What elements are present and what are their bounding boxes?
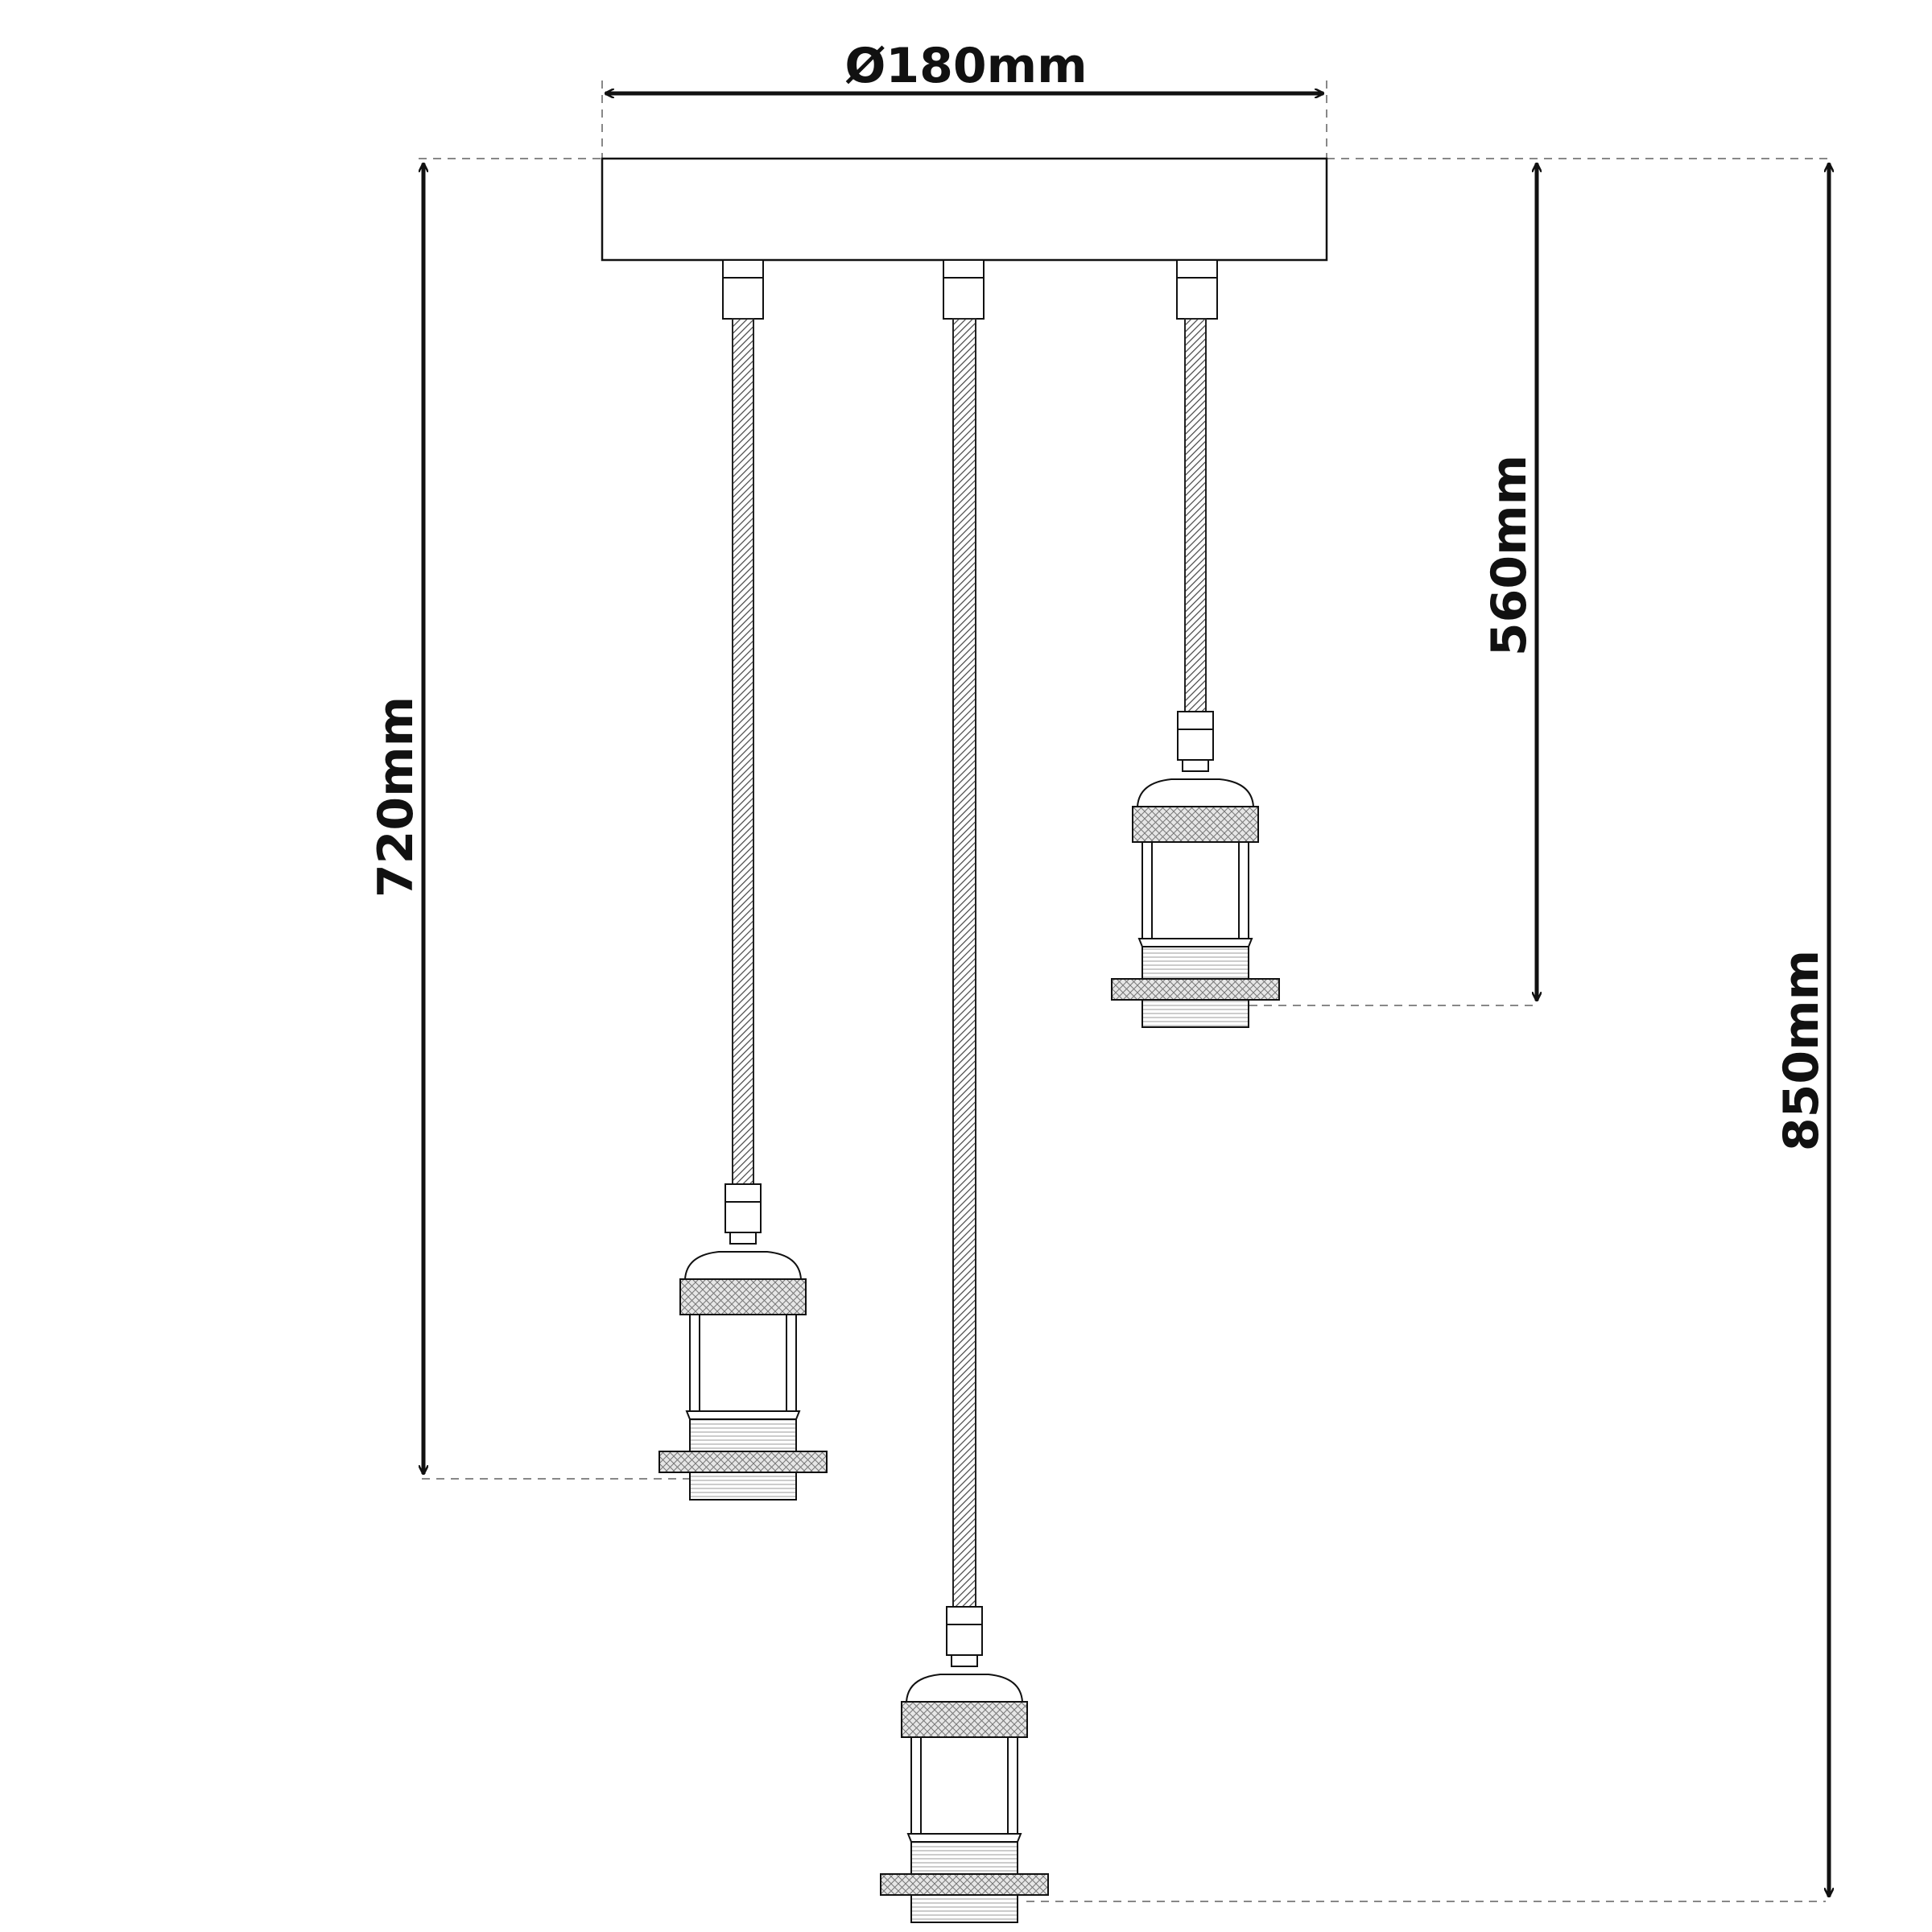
diameter-label: Ø180mm: [844, 38, 1087, 94]
left-drop-label: 720mm: [368, 696, 424, 898]
center-cord: [952, 318, 976, 1608]
lamp-sockets: [658, 711, 1280, 1923]
dimension-arrows: [423, 93, 1829, 1897]
left-socket: [658, 1183, 828, 1501]
center-socket: [880, 1606, 1049, 1923]
right-cord: [1184, 318, 1207, 712]
ceiling-canopy: [601, 157, 1328, 262]
right-drop-label: 560mm: [1481, 455, 1538, 656]
left-cord: [732, 318, 754, 1185]
right-socket: [1111, 711, 1280, 1028]
cords: [732, 318, 1207, 1608]
cord-grips: [722, 259, 1218, 320]
extension-lines: [419, 80, 1829, 1902]
overall-label: 850mm: [1773, 950, 1830, 1151]
